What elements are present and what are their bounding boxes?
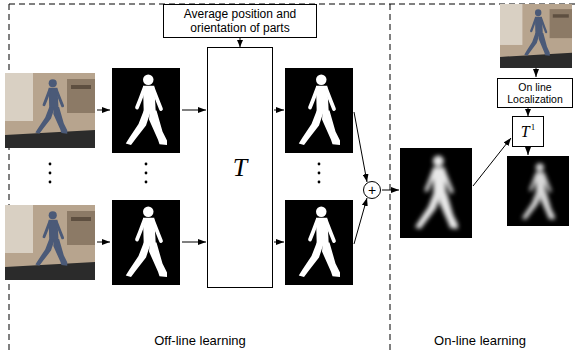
silhouette	[285, 200, 353, 285]
mean-silhouette	[415, 156, 458, 229]
silhouette	[285, 68, 353, 153]
ellipsis-dots	[318, 181, 321, 184]
ellipsis-dots	[145, 163, 148, 166]
flow-arrow	[97, 242, 110, 243]
silhouette	[112, 200, 180, 285]
ellipsis-dots	[145, 172, 148, 175]
flow-arrow	[473, 138, 511, 186]
section-label: Off-line learning	[100, 333, 300, 348]
connector-arrow	[240, 38, 241, 47]
silhouette	[299, 207, 340, 278]
output-silhouette	[507, 156, 569, 226]
flow-arrow	[274, 242, 284, 243]
mean-silhouette	[400, 148, 472, 238]
connector-arrow	[528, 108, 529, 116]
flow-arrow	[182, 242, 206, 243]
input-photo	[5, 73, 95, 148]
flow-arrow	[528, 147, 529, 155]
silhouette	[285, 200, 353, 285]
output-silhouette	[507, 156, 569, 226]
ellipsis-dots	[49, 181, 52, 184]
operator-text: +	[368, 183, 376, 197]
silhouette	[126, 75, 167, 146]
frame-left	[9, 4, 10, 350]
mean-silhouette	[415, 156, 458, 229]
silhouette	[126, 207, 167, 278]
silhouette	[112, 68, 180, 153]
ellipsis-dots	[145, 181, 148, 184]
ellipsis-dots	[318, 163, 321, 166]
symbol-text: T	[233, 153, 247, 183]
symbol-text: T	[521, 123, 530, 141]
flow-arrow	[354, 112, 367, 182]
process-box: On line Localization	[497, 78, 573, 108]
silhouette	[299, 207, 340, 278]
superscript-text: 1	[531, 122, 536, 132]
silhouette	[126, 207, 167, 278]
silhouette	[112, 68, 180, 153]
ellipsis-dots	[49, 163, 52, 166]
silhouette	[299, 75, 340, 146]
flow-arrow	[354, 198, 367, 244]
output-silhouette	[522, 163, 555, 219]
section-label: On-line learning	[400, 333, 560, 348]
silhouette	[126, 75, 167, 146]
frame	[9, 4, 575, 350]
flow-arrow	[182, 110, 206, 111]
divider-line	[390, 4, 391, 350]
flow-arrow	[382, 190, 399, 191]
ellipsis-dots	[49, 172, 52, 175]
silhouette	[299, 75, 340, 146]
input-photo	[5, 205, 95, 280]
flow-arrow	[97, 68, 536, 244]
box-text: On line Localization	[501, 81, 569, 105]
ellipsis-dots	[49, 109, 321, 243]
output-silhouette	[522, 163, 555, 219]
transform-box: T	[207, 47, 273, 288]
flow-arrow	[274, 110, 284, 111]
silhouette	[285, 68, 353, 153]
input-photo	[500, 4, 572, 68]
mean-silhouette	[400, 148, 472, 238]
box-text: Average position and orientation of part…	[168, 7, 312, 35]
ellipsis-dots	[318, 172, 321, 175]
flow-arrow	[536, 68, 537, 77]
transform-box: T1	[512, 116, 544, 147]
sum-circle: +	[363, 181, 381, 199]
process-box: Average position and orientation of part…	[163, 4, 317, 38]
silhouette	[112, 200, 180, 285]
flow-arrow	[97, 110, 110, 111]
